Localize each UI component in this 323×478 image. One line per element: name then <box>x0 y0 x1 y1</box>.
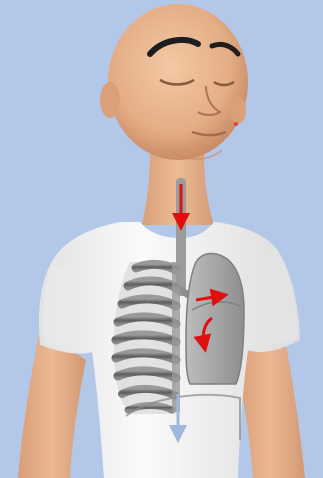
earring-dot <box>234 122 238 126</box>
right-ear <box>230 96 246 124</box>
left-ear <box>100 82 120 118</box>
lung <box>186 253 244 384</box>
rib-cage <box>114 262 180 414</box>
head <box>108 4 248 160</box>
